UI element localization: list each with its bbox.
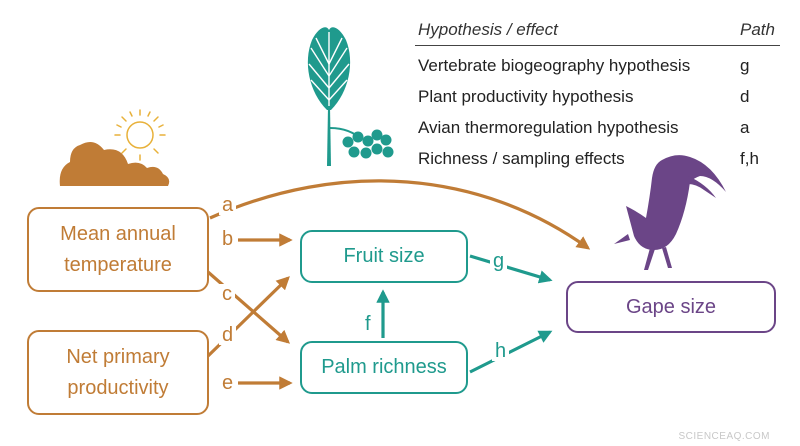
node-gape-size: Gape size — [566, 281, 776, 333]
path-label-g: g — [490, 251, 508, 271]
toucan-icon — [614, 155, 726, 270]
legend-row: Vertebrate biogeography hypothesis g — [415, 55, 780, 77]
legend-row-path: d — [740, 87, 750, 106]
legend-row-path: f,h — [740, 149, 759, 168]
path-label-d: d — [219, 325, 237, 345]
node-label-line: productivity — [67, 376, 169, 399]
legend-row-path: g — [740, 56, 750, 75]
legend-row-path: a — [740, 118, 750, 137]
path-c-arrow — [206, 270, 291, 344]
palm-icon — [307, 27, 394, 166]
path-label-h: h — [492, 341, 510, 361]
node-fruit-size: Fruit size — [300, 230, 468, 283]
legend-row-effect: Vertebrate biogeography hypothesis — [418, 56, 691, 75]
node-label: Palm richness — [321, 356, 447, 378]
legend-row-effect: Avian thermoregulation hypothesis — [418, 118, 679, 137]
legend-row-effect: Richness / sampling effects — [418, 149, 625, 168]
legend-row: Avian thermoregulation hypothesis a — [415, 117, 780, 139]
hypothesis-legend: Hypothesis / effect Path Vertebrate biog… — [415, 20, 780, 170]
legend-header-path: Path — [740, 20, 775, 39]
path-label-c: c — [219, 284, 235, 304]
watermark: SCIENCEAQ.COM — [678, 431, 770, 442]
path-h-arrow — [469, 330, 553, 374]
legend-row-effect: Plant productivity hypothesis — [418, 87, 634, 106]
node-label-line: Mean annual — [60, 222, 176, 245]
path-label-f: f — [363, 313, 373, 335]
node-mean-annual-temperature: Mean annual temperature — [27, 207, 209, 292]
path-label-b: b — [219, 229, 237, 249]
path-label-e: e — [219, 373, 237, 393]
node-palm-richness: Palm richness — [300, 341, 468, 394]
legend-header-effect: Hypothesis / effect — [418, 20, 558, 39]
node-label-line: Net primary — [66, 345, 170, 368]
path-g-arrow — [469, 254, 553, 284]
node-label: Fruit size — [343, 245, 425, 267]
sun-cloud-icon — [59, 109, 170, 186]
node-net-primary-productivity: Net primary productivity — [27, 330, 209, 415]
legend-header: Hypothesis / effect Path — [415, 20, 780, 46]
node-label-line: temperature — [64, 253, 172, 276]
legend-row: Plant productivity hypothesis d — [415, 86, 780, 108]
legend-row: Richness / sampling effects f,h — [415, 148, 780, 170]
path-a-arrow — [209, 179, 591, 250]
node-label: Gape size — [625, 295, 717, 318]
path-label-a: a — [219, 195, 237, 215]
